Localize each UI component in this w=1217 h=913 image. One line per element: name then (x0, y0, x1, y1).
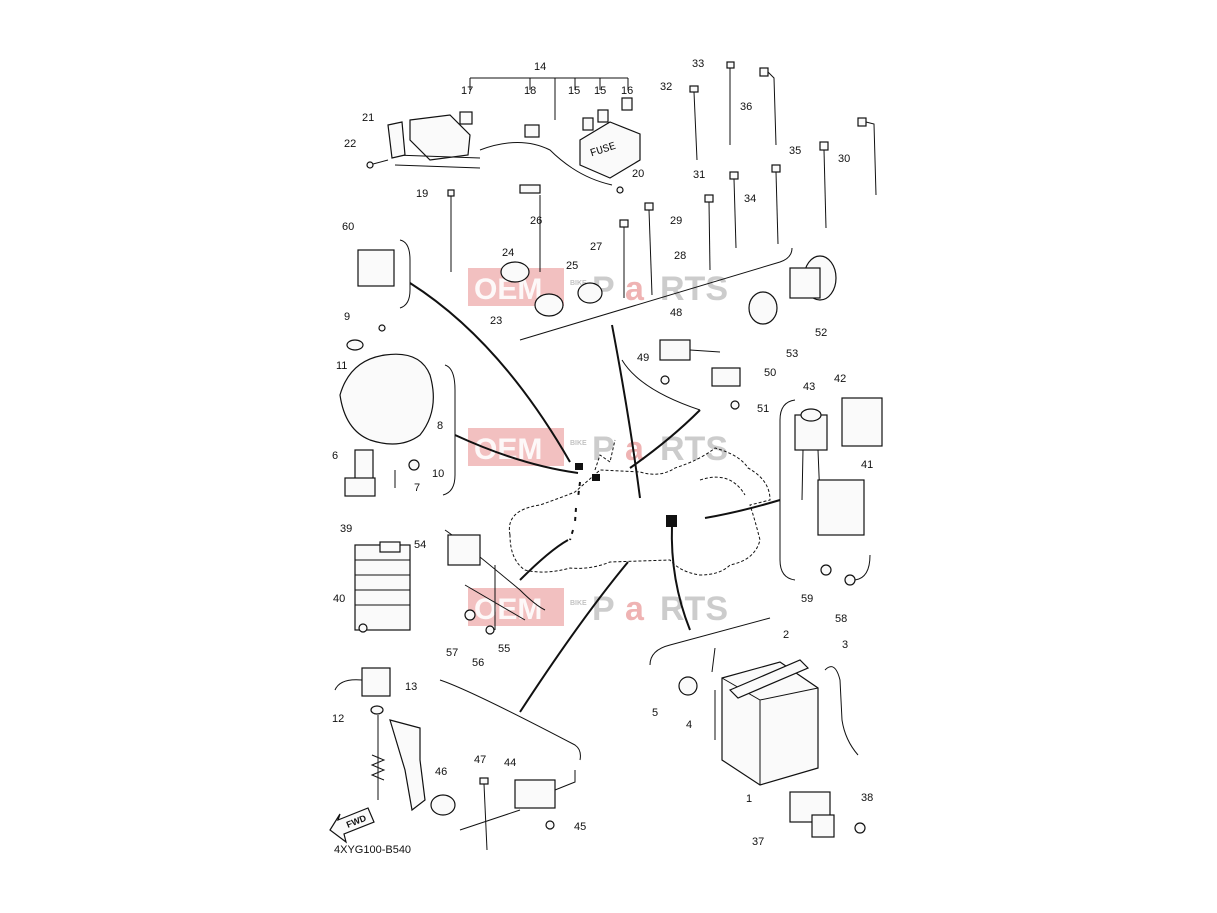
part-label: 26 (530, 215, 542, 227)
part-label: 10 (432, 468, 444, 480)
part-label: 22 (344, 138, 356, 150)
part-label: 20 (632, 168, 644, 180)
part-label: 32 (660, 81, 672, 93)
part-label: 34 (744, 193, 756, 205)
part-label: 38 (861, 792, 873, 804)
bottom-center-parts (430, 770, 576, 851)
part-label: 3 (842, 639, 848, 651)
part-label: 2 (783, 629, 789, 641)
part-label: 42 (834, 373, 846, 385)
part-label: 33 (692, 58, 704, 70)
part-label: 5 (652, 707, 658, 719)
part-label: 17 (461, 85, 473, 97)
part-label: 36 (740, 101, 752, 113)
part-label: 24 (502, 247, 514, 259)
watermark-p: P (592, 430, 615, 468)
sensor-parts (447, 534, 526, 635)
part-label: 47 (474, 754, 486, 766)
watermark-a: a (625, 590, 645, 628)
part-label: 12 (332, 713, 344, 725)
part-label: 46 (435, 766, 447, 778)
part-label: 11 (336, 360, 347, 372)
part-label: 28 (674, 250, 686, 262)
part-label: 57 (446, 647, 458, 659)
left-parts (339, 249, 434, 633)
watermark-oem: OEM (474, 593, 542, 626)
part-label: 31 (693, 169, 705, 181)
watermark-p: P (592, 590, 615, 628)
watermark-bike: BIKE (570, 440, 587, 447)
part-label: 18 (524, 85, 536, 97)
watermark-rts: RTS (660, 590, 728, 628)
watermark-bike: BIKE (570, 600, 587, 607)
part-label: 49 (637, 352, 649, 364)
part-label: 1 (746, 793, 752, 805)
watermark-a: a (625, 430, 645, 468)
group-brackets (399, 239, 796, 761)
part-label: 8 (437, 420, 443, 432)
part-label: 37 (752, 836, 764, 848)
part-label: 51 (757, 403, 769, 415)
motorcycle-outline (508, 439, 771, 576)
part-label: 58 (835, 613, 847, 625)
battery-assembly (678, 647, 866, 838)
part-label: 56 (472, 657, 484, 669)
part-label: 21 (362, 112, 374, 124)
part-label: 55 (498, 643, 510, 655)
part-label: 4 (686, 719, 692, 731)
part-label: 54 (414, 539, 426, 551)
part-label: 16 (621, 85, 633, 97)
watermark-oem: OEM (474, 433, 542, 466)
part-label: 44 (504, 757, 516, 769)
part-label: 13 (405, 681, 417, 693)
watermark-a: a (625, 270, 645, 308)
part-label: 52 (815, 327, 827, 339)
part-label: 15 (568, 85, 580, 97)
watermark-3: OEM BIKE P a RTS (468, 588, 728, 628)
fuse-box-assembly: FUSE (366, 77, 641, 194)
watermark-2: OEM BIKE P a RTS (468, 428, 728, 468)
switches-and-socket (659, 255, 837, 410)
part-label: 48 (670, 307, 682, 319)
part-label: 7 (414, 482, 420, 494)
part-label: 45 (574, 821, 586, 833)
part-label: 40 (333, 593, 345, 605)
watermark-rts: RTS (660, 270, 728, 308)
part-label: 39 (340, 523, 352, 535)
part-label: 29 (670, 215, 682, 227)
part-label: 14 (534, 61, 546, 73)
part-label: 6 (332, 450, 338, 462)
part-label: 50 (764, 367, 776, 379)
cable-ties-right (689, 61, 877, 271)
part-label: 9 (344, 311, 350, 323)
part-label: 15 (594, 85, 606, 97)
part-label: 19 (416, 188, 428, 200)
part-label: 43 (803, 381, 815, 393)
bottom-left-parts: FWD 4XYG100-B540 (329, 667, 426, 856)
watermark-bike: BIKE (570, 280, 587, 287)
part-label: 35 (789, 145, 801, 157)
part-label: 27 (590, 241, 602, 253)
part-labels: 14 17 18 15 15 16 21 22 19 20 26 24 25 2… (332, 58, 873, 848)
part-label: 25 (566, 260, 578, 272)
part-label: 41 (861, 459, 873, 471)
diagram-code: 4XYG100-B540 (334, 844, 411, 856)
cable-ties-left (447, 184, 654, 317)
part-label: 60 (342, 221, 354, 233)
right-relays (794, 397, 883, 586)
part-label: 53 (786, 348, 798, 360)
part-label: 59 (801, 593, 813, 605)
part-label: 30 (838, 153, 850, 165)
watermark-rts: RTS (660, 430, 728, 468)
leader-lines (409, 282, 781, 713)
part-label: 23 (490, 315, 502, 327)
